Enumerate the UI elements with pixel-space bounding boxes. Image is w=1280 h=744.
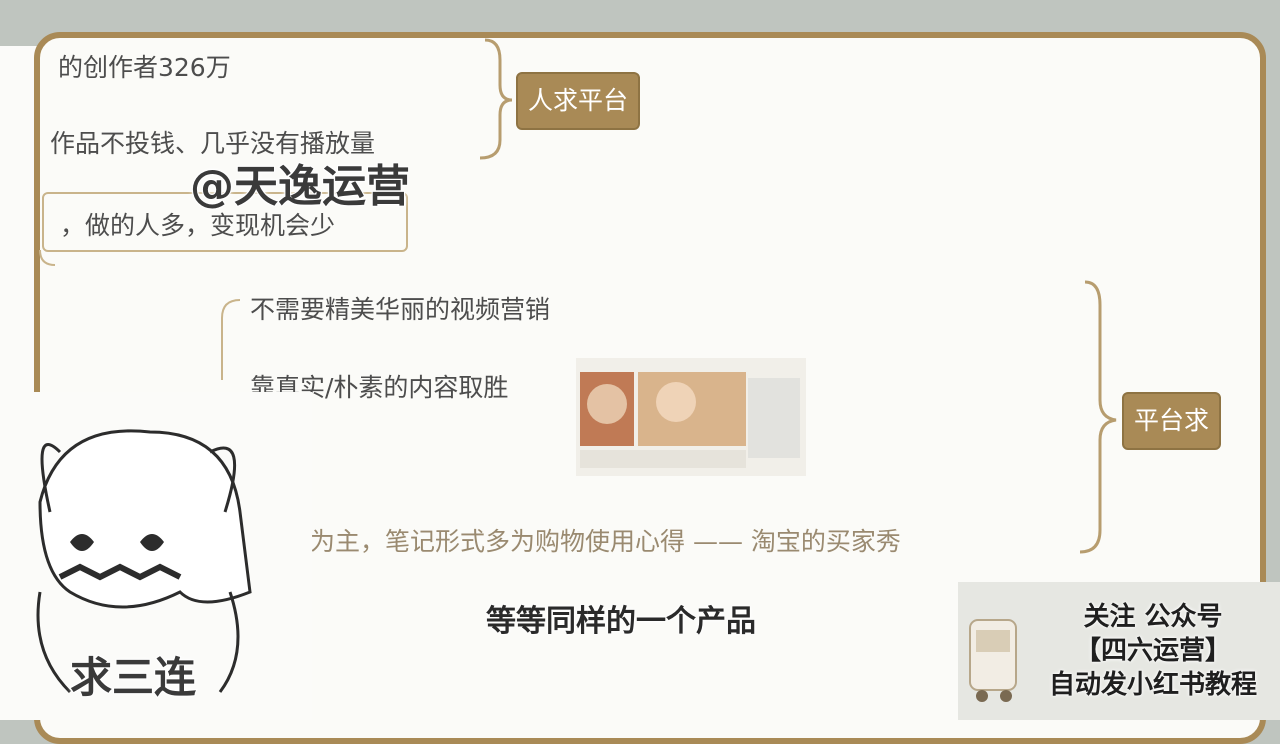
text-many-people: ，做的人多，变现机会少 [60, 211, 336, 240]
connector-lines [39, 38, 1117, 554]
text-no-fancy-video: 不需要精美华丽的视频营销 [250, 295, 551, 324]
text-creators-count: 的创作者326万 [58, 53, 231, 82]
node-platform-seeks[interactable]: 平台求 [1122, 392, 1222, 450]
sticker-panel: 求三连 [0, 392, 312, 720]
text-box-many-people [42, 192, 408, 252]
promo-line-tutorial: 自动发小红书教程 [1048, 670, 1257, 700]
example-post-thumbnail [576, 358, 806, 476]
node-people-seek-platform[interactable]: 人求平台 [516, 72, 641, 130]
watermark: @天逸运营 [189, 160, 411, 213]
brace-top [479, 38, 513, 160]
photo-icon [576, 358, 806, 476]
branch-line [221, 299, 241, 380]
branch-line-left [39, 249, 56, 266]
anime-girl-sticker-icon [36, 429, 252, 694]
video-subtitle: 等等同样的一个产品 [486, 604, 756, 639]
promo-line-account: 【四六运营】 [1074, 636, 1231, 666]
sticker-caption: 求三连 [69, 652, 197, 703]
promo-line-follow: 关注 公众号 [1083, 602, 1223, 632]
text-shopping-notes: 为主，笔记形式多为购物使用心得 —— 淘宝的买家秀 [310, 527, 901, 556]
promo-box: 关注 公众号 【四六运营】 自动发小红书教程 [958, 582, 1280, 720]
brace-right [1079, 280, 1117, 554]
bus-icon [969, 619, 1017, 702]
text-no-investment: 作品不投钱、几乎没有播放量 [50, 129, 376, 158]
